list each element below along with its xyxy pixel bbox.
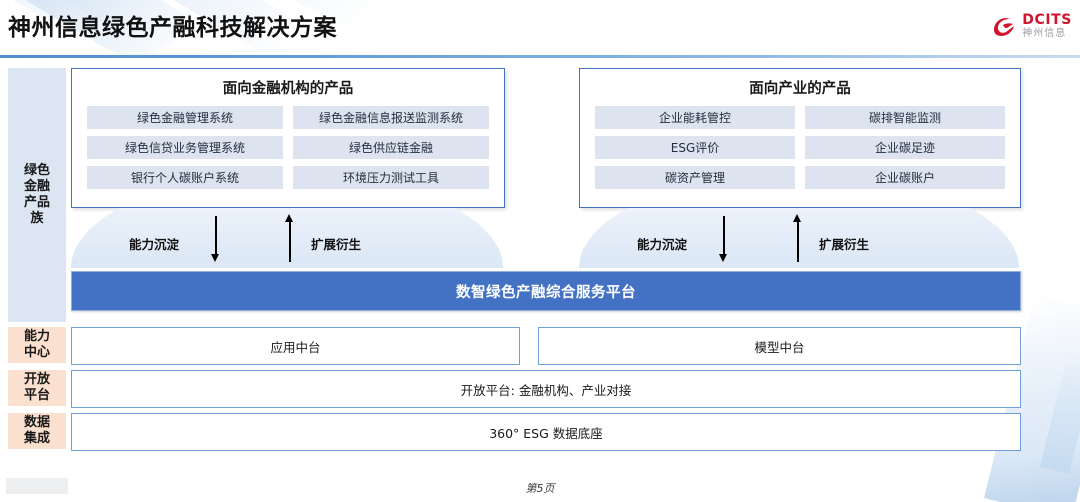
down-arrow-icon [719, 254, 727, 262]
box-label: 开放平台: 金融机构、产业对接 [460, 382, 632, 398]
logo-en-text: DCITS [1022, 12, 1072, 28]
box-model-middle-platform[interactable]: 模型中台 [538, 327, 1021, 365]
flow-label-expansion-derivation: 扩展衍生 [311, 237, 362, 252]
diagram-body: 绿色 金融 产品 族 能力 中心 开放 平台 数据 集成 面向金融机构的产品 绿… [0, 58, 1080, 502]
logo-cn-text: 神州信息 [1022, 28, 1067, 39]
box-label: 360° ESG 数据底座 [489, 425, 603, 441]
box-data-foundation[interactable]: 360° ESG 数据底座 [71, 413, 1021, 451]
corner-decoration-bottom-left [6, 478, 68, 494]
rail-label: 绿色 金融 产品 族 [23, 162, 50, 227]
product-chip[interactable]: 银行个人碳账户系统 [87, 166, 283, 189]
rail-label: 数据 集成 [23, 414, 50, 446]
up-arrow-icon [793, 214, 801, 222]
sidebar-item-data-integration[interactable]: 数据 集成 [8, 413, 66, 449]
product-chip[interactable]: 绿色供应链金融 [293, 136, 489, 159]
box-open-platform[interactable]: 开放平台: 金融机构、产业对接 [71, 370, 1021, 408]
flow-label-expansion-derivation: 扩展衍生 [819, 237, 870, 252]
panel-title: 面向产业的产品 [749, 81, 851, 97]
product-chip[interactable]: 企业碳账户 [805, 166, 1005, 189]
sidebar-item-open-platform[interactable]: 开放 平台 [8, 370, 66, 406]
down-arrow-shaft [723, 216, 725, 256]
up-arrow-shaft [797, 222, 799, 262]
flow-arrows-left: 能力沉淀 扩展衍生 [71, 208, 503, 270]
product-chip[interactable]: 绿色金融信息报送监测系统 [293, 106, 489, 129]
rail-label: 能力 中心 [23, 328, 50, 360]
page-number: 第5页 [525, 482, 555, 495]
slide-header: 神州信息绿色产融科技解决方案 DCITS 神州信息 [0, 0, 1080, 58]
product-chip[interactable]: 企业碳足迹 [805, 136, 1005, 159]
box-label: 模型中台 [754, 339, 805, 355]
product-chip[interactable]: 企业能耗管控 [595, 106, 795, 129]
down-arrow-shaft [215, 216, 217, 256]
flow-arrows-right: 能力沉淀 扩展衍生 [579, 208, 1019, 270]
product-chip[interactable]: 环境压力测试工具 [293, 166, 489, 189]
up-arrow-icon [285, 214, 293, 222]
down-arrow-icon [211, 254, 219, 262]
product-chip[interactable]: 碳排智能监测 [805, 106, 1005, 129]
panel-item-grid: 企业能耗管控 碳排智能监测 ESG评价 企业碳足迹 碳资产管理 企业碳账户 [580, 98, 1020, 189]
dcits-swirl-icon [991, 14, 1017, 38]
product-chip[interactable]: 绿色金融管理系统 [87, 106, 283, 129]
logo-wordmark: DCITS 神州信息 [1022, 13, 1072, 39]
page-title: 神州信息绿色产融科技解决方案 [8, 15, 337, 41]
up-arrow-shaft [289, 222, 291, 262]
platform-bar[interactable]: 数智绿色产融综合服务平台 [71, 271, 1021, 311]
product-chip[interactable]: 碳资产管理 [595, 166, 795, 189]
platform-label: 数智绿色产融综合服务平台 [456, 284, 636, 301]
panel-title: 面向金融机构的产品 [222, 81, 354, 97]
header-divider [0, 55, 1080, 58]
rail-label: 开放 平台 [23, 371, 50, 403]
sidebar-item-capability-center[interactable]: 能力 中心 [8, 327, 66, 363]
box-label: 应用中台 [270, 339, 321, 355]
panel-financial-institution-products: 面向金融机构的产品 绿色金融管理系统 绿色金融信息报送监测系统 绿色信贷业务管理… [71, 68, 505, 208]
panel-item-grid: 绿色金融管理系统 绿色金融信息报送监测系统 绿色信贷业务管理系统 绿色供应链金融… [72, 98, 504, 189]
panel-industry-products: 面向产业的产品 企业能耗管控 碳排智能监测 ESG评价 企业碳足迹 碳资产管理 … [579, 68, 1021, 208]
brand-logo: DCITS 神州信息 [991, 8, 1072, 44]
product-chip[interactable]: 绿色信贷业务管理系统 [87, 136, 283, 159]
product-chip[interactable]: ESG评价 [595, 136, 795, 159]
flow-label-capability-precipitation: 能力沉淀 [637, 237, 688, 252]
sidebar-item-green-finance-products[interactable]: 绿色 金融 产品 族 [8, 68, 66, 322]
box-application-middle-platform[interactable]: 应用中台 [71, 327, 520, 365]
flow-label-capability-precipitation: 能力沉淀 [129, 237, 180, 252]
